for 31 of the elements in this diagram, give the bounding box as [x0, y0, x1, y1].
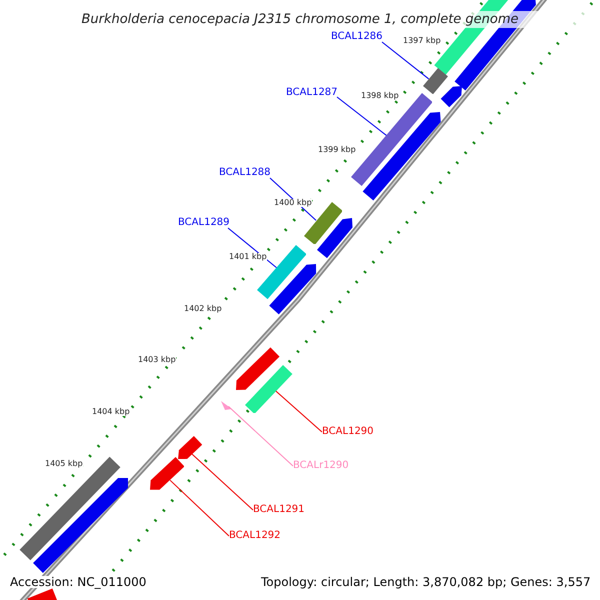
gene-label: BCAL1290	[322, 427, 374, 437]
position-tick-label: 1402 kbp	[184, 305, 222, 313]
footer-text: Topology: circular; Length: 3,870,082 bp; Genes: 3,557	[261, 576, 591, 588]
position-tick-label: 1398 kbp	[361, 92, 399, 100]
leader-line	[191, 454, 254, 510]
position-tick-label: 1401 kbp	[229, 253, 267, 261]
footer-text: Accession: NC_011000	[10, 576, 146, 588]
leader-line	[170, 480, 230, 536]
gene-label: BCAL1289	[178, 218, 230, 228]
position-tick-label: 1399 kbp	[318, 146, 356, 154]
gene-label: BCAL1288	[219, 168, 271, 178]
gene-feature-bar	[245, 364, 293, 414]
leader-line	[275, 390, 322, 432]
position-tick-label: 1400 kbp	[274, 199, 312, 207]
gene-feature-bar	[178, 436, 202, 459]
leader-line	[336, 96, 387, 136]
gene-label: BCALr1290	[293, 461, 349, 471]
position-tick-label: 1403 kbp	[138, 356, 176, 364]
gene-label: BCAL1286	[331, 32, 383, 42]
leader-line	[228, 406, 294, 466]
gene-label: BCAL1292	[229, 531, 281, 541]
gene-feature-bar	[150, 457, 184, 490]
position-tick-label: 1404 kbp	[92, 408, 130, 416]
rna-feature-marker	[221, 401, 232, 410]
gene-label: BCAL1287	[286, 88, 338, 98]
gene-label: BCAL1291	[253, 505, 305, 515]
position-tick-label: 1397 kbp	[403, 37, 441, 45]
leader-line	[228, 228, 277, 268]
gene-feature-bar	[423, 68, 448, 94]
leader-line	[382, 42, 430, 80]
position-tick-label: 1405 kbp	[45, 460, 83, 468]
